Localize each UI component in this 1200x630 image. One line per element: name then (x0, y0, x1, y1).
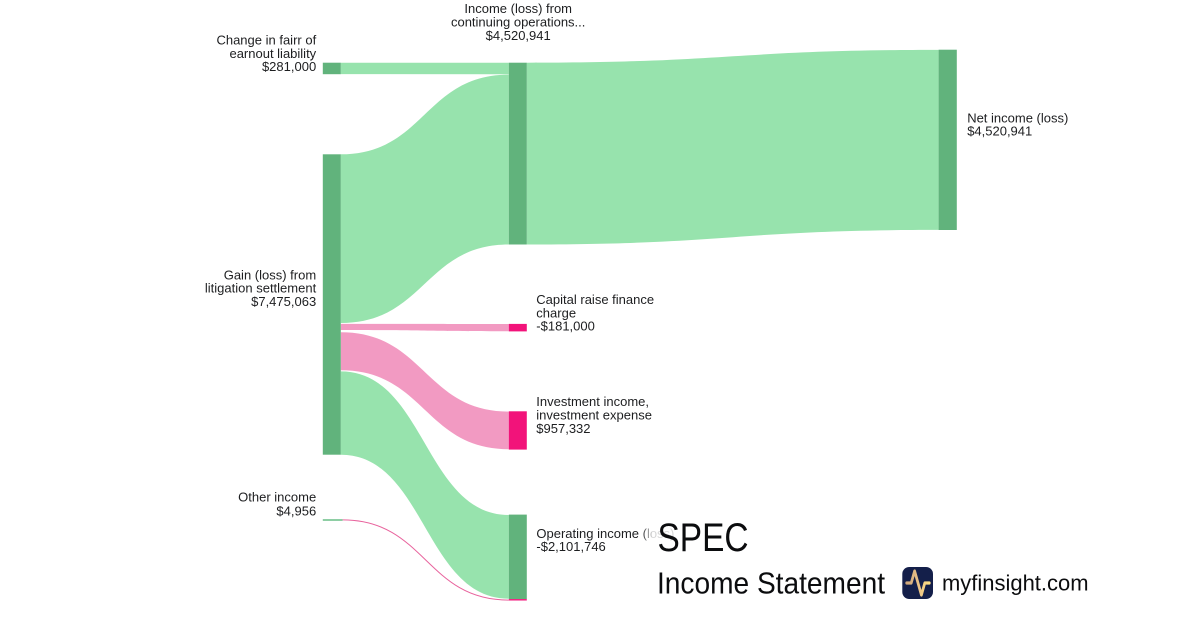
svg-text:Gain (loss) from: Gain (loss) from (224, 267, 316, 282)
svg-text:charge: charge (536, 305, 576, 320)
svg-text:$4,520,941: $4,520,941 (486, 28, 551, 43)
svg-text:Income (loss) from: Income (loss) from (464, 1, 572, 16)
svg-text:Capital raise finance: Capital raise finance (536, 292, 654, 307)
svg-text:$957,332: $957,332 (536, 421, 590, 436)
svg-text:-$181,000: -$181,000 (536, 319, 595, 334)
svg-text:investment expense: investment expense (536, 407, 652, 422)
svg-text:$281,000: $281,000 (262, 59, 316, 74)
svg-text:Income Statement: Income Statement (657, 567, 885, 601)
svg-text:myfinsight.com: myfinsight.com (942, 571, 1089, 596)
svg-text:$7,475,063: $7,475,063 (251, 294, 316, 309)
svg-text:$4,956: $4,956 (276, 503, 316, 518)
svg-text:Investment income,: Investment income, (536, 394, 649, 409)
svg-text:earnout liability: earnout liability (229, 46, 316, 61)
svg-text:Operating income (loss): Operating income (loss) (536, 526, 674, 541)
svg-text:-$2,101,746: -$2,101,746 (536, 539, 605, 554)
svg-text:SPEC: SPEC (658, 516, 749, 560)
svg-text:continuing operations...: continuing operations... (451, 15, 585, 30)
svg-text:Change in fairr of: Change in fairr of (216, 32, 316, 47)
svg-text:$4,520,941: $4,520,941 (967, 124, 1032, 139)
svg-text:Net income (loss): Net income (loss) (967, 110, 1068, 125)
svg-text:Other income: Other income (238, 490, 316, 505)
svg-text:litigation settlement: litigation settlement (205, 281, 317, 296)
